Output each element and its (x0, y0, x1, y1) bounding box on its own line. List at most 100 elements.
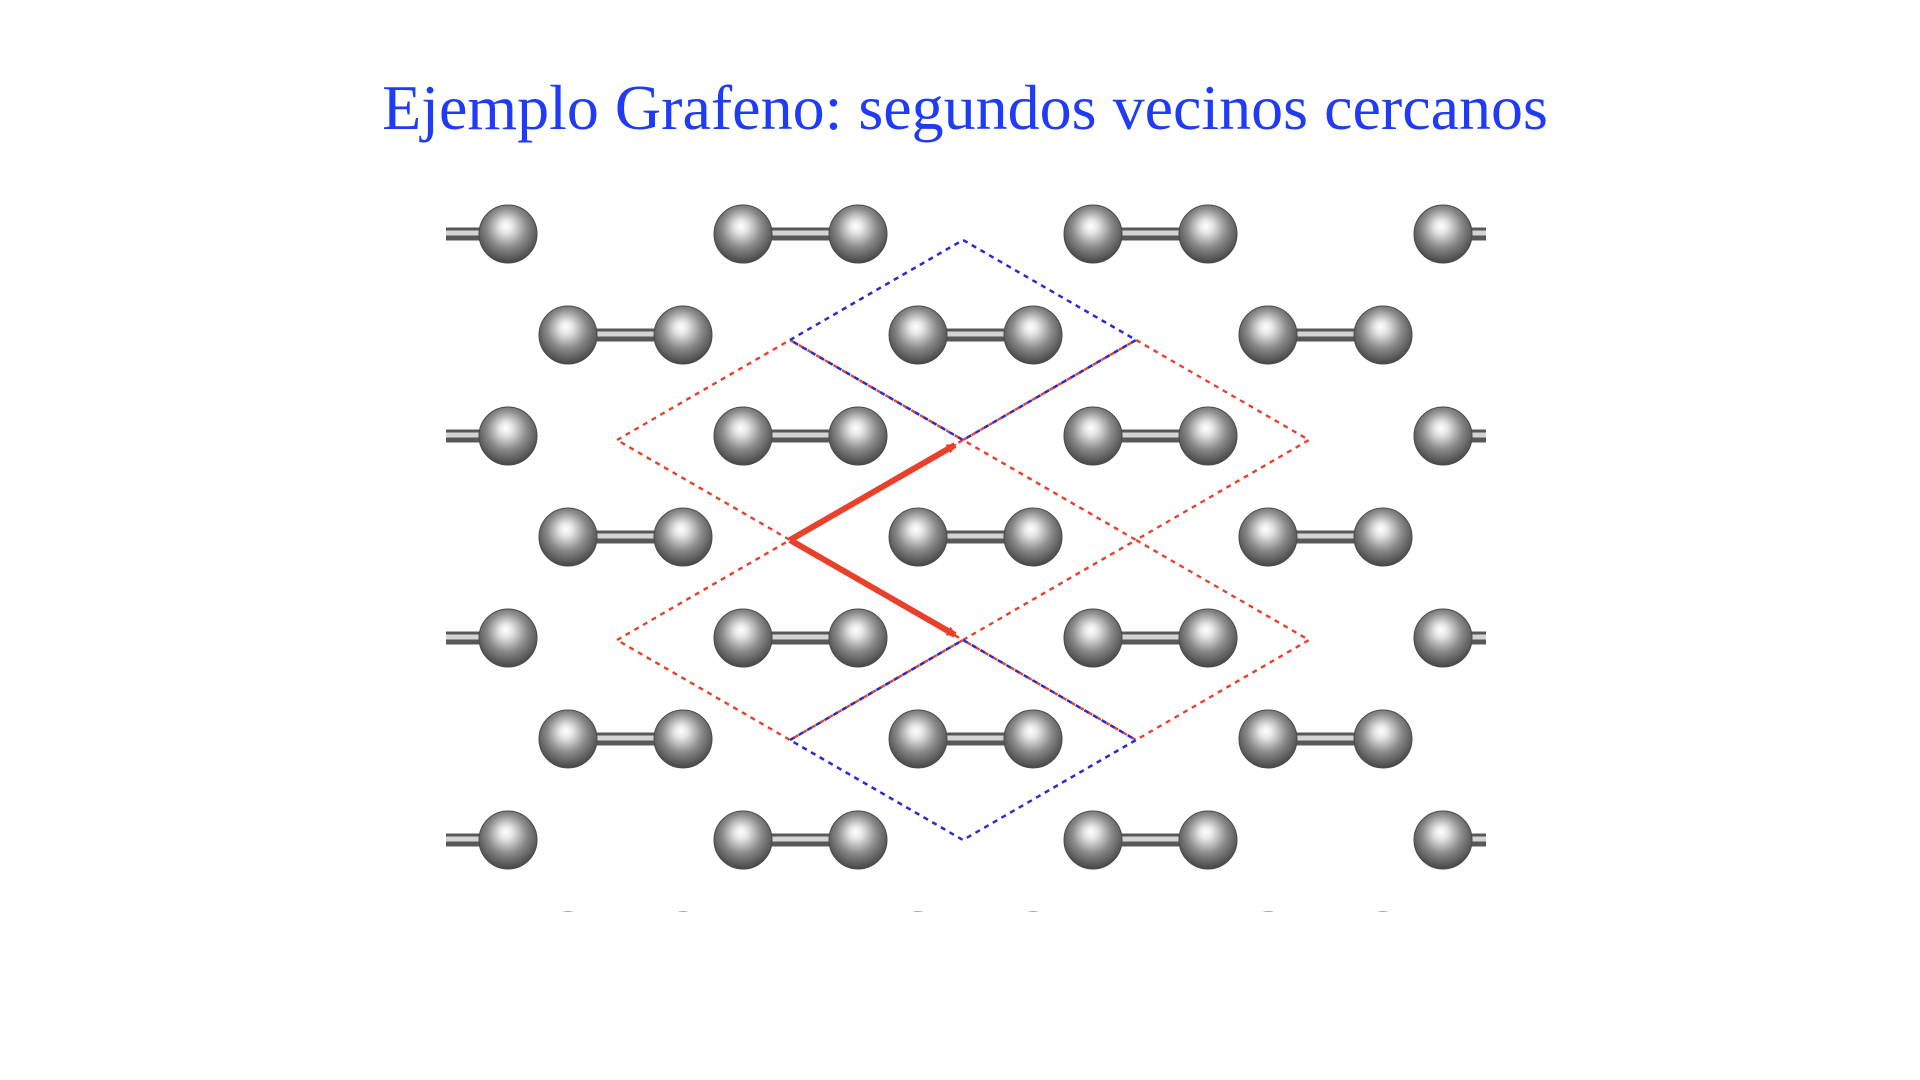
neighbor-cell-outline (614, 338, 966, 542)
carbon-atom-icon (1262, 911, 1274, 912)
primitive-cell-outline (787, 638, 1139, 842)
carbon-atom-icon (888, 507, 948, 567)
carbon-atom-icon (189, 710, 247, 768)
carbon-atom-icon (364, 811, 422, 869)
carbon-atom-icon (1413, 810, 1473, 870)
vectors-layer (788, 442, 957, 638)
carbon-atom-icon (0, 912, 12, 970)
carbon-atom-icon (1704, 104, 1762, 162)
carbon-atom-icon (713, 204, 773, 264)
lattice-vector-a1 (788, 442, 957, 543)
cells-layer (614, 238, 1312, 842)
lattice-vector-a2 (788, 537, 957, 638)
carbon-atom-icon (0, 104, 12, 162)
carbon-atom-icon (1529, 609, 1587, 667)
carbon-atom-icon (129, 407, 187, 465)
carbon-atom-icon (1238, 507, 1298, 567)
carbon-atom-icon (14, 407, 72, 465)
carbon-atom-icon (1413, 608, 1473, 668)
carbon-atom-icon (1353, 305, 1413, 365)
carbon-atom-icon (1529, 205, 1587, 263)
atoms-layer (0, 104, 1920, 970)
carbon-atom-icon (0, 508, 12, 566)
carbon-atom-icon (1879, 205, 1920, 263)
carbon-atom-icon (1589, 710, 1647, 768)
carbon-atom-icon (888, 305, 948, 365)
carbon-atom-icon (0, 306, 12, 364)
carbon-atom-icon (677, 911, 689, 912)
carbon-atom-icon (1764, 205, 1822, 263)
carbon-atom-icon (1238, 709, 1298, 769)
carbon-atom-icon (1879, 811, 1920, 869)
neighbor-cell-outline (960, 338, 1312, 542)
carbon-atom-icon (562, 911, 574, 912)
carbon-atom-icon (1063, 810, 1123, 870)
carbon-atom-icon (129, 205, 187, 263)
carbon-atom-icon (828, 204, 888, 264)
carbon-atom-icon (1004, 104, 1062, 162)
carbon-atom-icon (14, 609, 72, 667)
carbon-atom-icon (478, 608, 538, 668)
carbon-atom-icon (1178, 608, 1238, 668)
carbon-atom-icon (1063, 406, 1123, 466)
carbon-atom-icon (1589, 306, 1647, 364)
carbon-atom-icon (364, 407, 422, 465)
carbon-atom-icon (14, 205, 72, 263)
carbon-atom-icon (1704, 306, 1762, 364)
carbon-atom-icon (1003, 709, 1063, 769)
carbon-atom-icon (1027, 911, 1039, 912)
neighbor-cell-outline (614, 538, 966, 742)
carbon-atom-icon (653, 709, 713, 769)
carbon-atom-icon (1879, 407, 1920, 465)
carbon-atom-icon (1178, 204, 1238, 264)
carbon-atom-icon (364, 609, 422, 667)
carbon-atom-icon (1353, 507, 1413, 567)
carbon-atom-icon (129, 811, 187, 869)
carbon-atom-icon (1704, 710, 1762, 768)
carbon-atom-icon (1354, 104, 1412, 162)
carbon-atom-icon (1003, 305, 1063, 365)
carbon-atom-icon (1063, 608, 1123, 668)
slide-title: Ejemplo Grafeno: segundos vecinos cercan… (382, 72, 1548, 143)
carbon-atom-icon (1377, 911, 1389, 912)
carbon-atom-icon (304, 508, 362, 566)
carbon-atom-icon (364, 205, 422, 263)
carbon-atom-icon (713, 608, 773, 668)
neighbor-cell-outline (960, 538, 1312, 742)
carbon-atom-icon (304, 104, 362, 162)
carbon-atom-icon (1529, 811, 1587, 869)
carbon-atom-icon (1589, 104, 1647, 162)
carbon-atom-icon (654, 104, 712, 162)
carbon-atom-icon (1353, 709, 1413, 769)
carbon-atom-icon (828, 406, 888, 466)
carbon-atom-icon (1238, 305, 1298, 365)
carbon-atom-icon (478, 810, 538, 870)
carbon-atom-icon (889, 104, 947, 162)
bonds-layer (446, 227, 1486, 847)
carbon-atom-icon (653, 507, 713, 567)
carbon-atom-icon (1413, 204, 1473, 264)
carbon-atom-icon (14, 811, 72, 869)
carbon-atom-icon (539, 104, 597, 162)
carbon-atom-icon (828, 608, 888, 668)
carbon-atom-icon (828, 810, 888, 870)
carbon-atom-icon (713, 406, 773, 466)
carbon-atom-icon (1529, 407, 1587, 465)
carbon-atom-icon (478, 204, 538, 264)
carbon-atom-icon (189, 104, 247, 162)
carbon-atom-icon (189, 912, 247, 970)
carbon-atom-icon (304, 912, 362, 970)
carbon-atom-icon (478, 406, 538, 466)
carbon-atom-icon (1589, 912, 1647, 970)
carbon-atom-icon (538, 709, 598, 769)
carbon-atom-icon (538, 305, 598, 365)
carbon-atom-icon (1704, 508, 1762, 566)
carbon-atom-icon (713, 810, 773, 870)
primitive-cell-outline (787, 238, 1139, 442)
carbon-atom-icon (0, 710, 12, 768)
carbon-atom-icon (538, 507, 598, 567)
carbon-atom-icon (189, 508, 247, 566)
carbon-atom-icon (1704, 912, 1762, 970)
